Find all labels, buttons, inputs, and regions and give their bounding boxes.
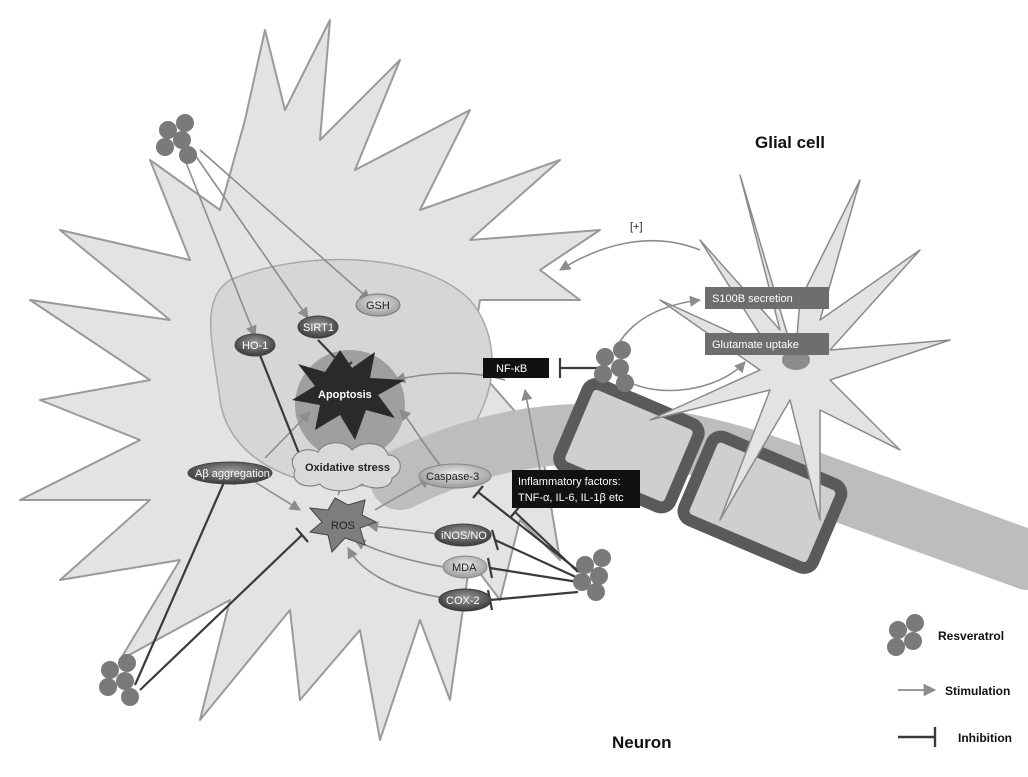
legend-inhibition-label: Inhibition bbox=[958, 731, 1012, 745]
mda-label: MDA bbox=[452, 562, 477, 574]
resveratrol-cluster-right bbox=[573, 549, 611, 601]
caspase3-node: Caspase-3 bbox=[419, 464, 491, 488]
resveratrol-cluster-top bbox=[156, 114, 197, 164]
nfkb-label: NF-κB bbox=[496, 363, 527, 375]
inos-label: iNOS/NO bbox=[441, 530, 487, 542]
s100b-box: S100B secretion bbox=[705, 287, 829, 309]
nfkb-box: NF-κB bbox=[483, 358, 549, 378]
glial-cell-label: Glial cell bbox=[755, 133, 825, 152]
caspase3-label: Caspase-3 bbox=[426, 471, 479, 483]
glutamate-label: Glutamate uptake bbox=[712, 339, 799, 351]
ho1-node: HO-1 bbox=[235, 334, 275, 356]
arrow-resv-to-s100b bbox=[615, 300, 700, 350]
sirt1-node: SIRT1 bbox=[298, 316, 338, 338]
inflammatory-factors-box: Inflammatory factors: TNF-α, IL-6, IL-1β… bbox=[512, 470, 640, 508]
sirt1-label: SIRT1 bbox=[303, 322, 334, 334]
inos-node: iNOS/NO bbox=[435, 524, 491, 546]
cox2-node: COX-2 bbox=[439, 589, 491, 611]
ros-label: ROS bbox=[331, 520, 355, 532]
resveratrol-cluster-bottom bbox=[99, 654, 139, 706]
s100b-label: S100B secretion bbox=[712, 293, 793, 305]
neuron-cell-body bbox=[20, 20, 600, 740]
glutamate-box: Glutamate uptake bbox=[705, 333, 829, 355]
positive-feedback-label: [+] bbox=[630, 221, 643, 233]
gsh-label: GSH bbox=[366, 300, 390, 312]
oxidative-stress-cloud: Oxidative stress bbox=[292, 443, 400, 491]
legend-resveratrol-label: Resveratrol bbox=[938, 629, 1004, 643]
legend: Resveratrol Stimulation Inhibition bbox=[887, 614, 1012, 747]
abeta-node: Aβ aggregation bbox=[188, 462, 272, 484]
abeta-label: Aβ aggregation bbox=[195, 468, 270, 480]
arrow-glial-feedback bbox=[560, 241, 700, 270]
neuron-label: Neuron bbox=[612, 733, 672, 752]
gsh-node: GSH bbox=[356, 294, 400, 316]
inflam-line1: Inflammatory factors: bbox=[518, 476, 621, 488]
inflam-line2: TNF-α, IL-6, IL-1β etc bbox=[518, 492, 624, 504]
apoptosis-label: Apoptosis bbox=[318, 389, 372, 401]
oxidative-stress-label: Oxidative stress bbox=[305, 462, 390, 474]
mda-node: MDA bbox=[443, 556, 487, 578]
legend-resveratrol-icon bbox=[887, 614, 924, 656]
legend-stimulation-label: Stimulation bbox=[945, 684, 1010, 698]
legend-inhibition-icon bbox=[898, 727, 935, 747]
cox2-label: COX-2 bbox=[446, 595, 480, 607]
ho1-label: HO-1 bbox=[242, 340, 268, 352]
